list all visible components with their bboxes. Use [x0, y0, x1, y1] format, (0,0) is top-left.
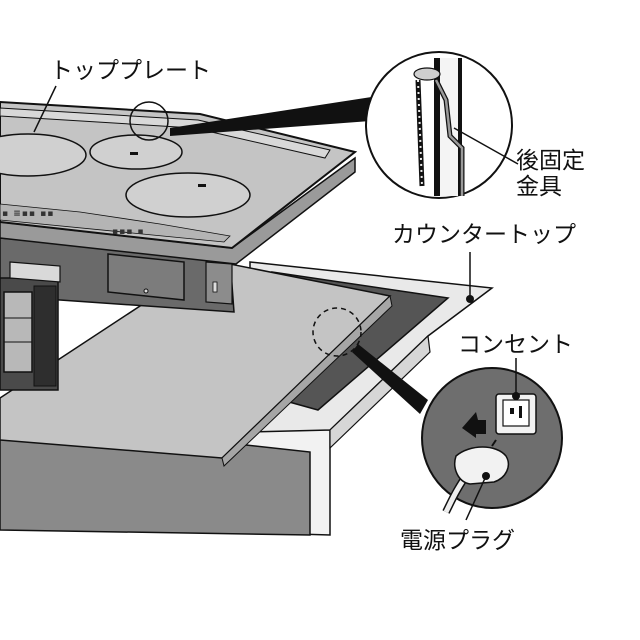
outlet-slot	[519, 406, 522, 418]
side-box-screw	[143, 288, 149, 294]
countertop-edge	[329, 334, 431, 450]
top-plate-rear-strip	[0, 107, 331, 159]
top-plate-callout-circle	[129, 101, 169, 141]
control-panel-right-text: ▪▪▪ ▪	[112, 227, 145, 237]
burner-left	[0, 133, 87, 177]
rear-bracket-label-line2: 金具	[516, 174, 562, 200]
burner-mark	[130, 152, 138, 155]
plug-leader	[465, 475, 487, 521]
control-panel-left-text: ▪ ≡▪▪ ▪▪	[2, 209, 54, 219]
zoom-wedge-2	[352, 344, 428, 414]
side-box	[107, 253, 185, 301]
base-plate-edge	[221, 295, 393, 467]
oven-side-panel	[33, 285, 57, 387]
outlet-slot	[510, 408, 514, 414]
zoom-wedge	[170, 96, 384, 136]
power-plug	[454, 446, 510, 485]
bracket-clip	[9, 261, 61, 283]
bracket-detail	[413, 58, 465, 196]
body-vent	[212, 281, 218, 293]
outlet-detail-circle	[421, 367, 563, 509]
burner-front-right	[125, 172, 251, 218]
plug-prong	[491, 439, 497, 447]
rear-bracket-label-line1: 後固定	[516, 148, 585, 174]
countertop-label: カウンタートップ	[392, 222, 576, 248]
oven-window	[3, 291, 33, 373]
top-plate-leader	[33, 85, 57, 133]
top-plate-label: トッププレート	[50, 58, 211, 84]
power-plug-label: 電源プラグ	[400, 528, 515, 554]
outlet-dashed-circle	[312, 307, 362, 357]
outlet-socket	[502, 399, 530, 427]
outlet-label: コンセント	[458, 332, 573, 358]
plug-leader-dot	[482, 472, 490, 480]
countertop-leader-dot	[466, 295, 474, 303]
body-right-end	[205, 261, 233, 305]
insert-arrow	[462, 412, 486, 438]
control-panel	[0, 203, 231, 243]
outlet-leader-dot	[512, 392, 520, 400]
bracket-leader	[453, 127, 519, 165]
burner-mark	[198, 184, 206, 187]
